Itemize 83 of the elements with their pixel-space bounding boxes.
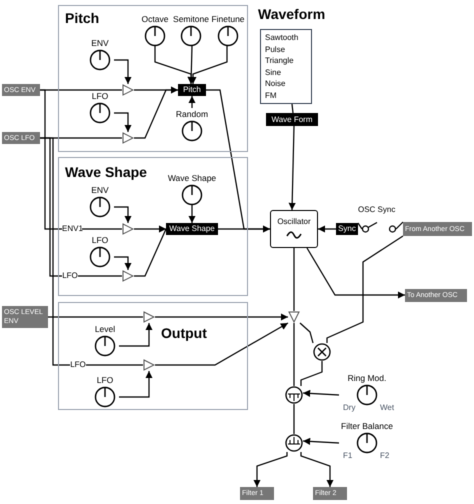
signal-line	[300, 322, 314, 344]
switch-label: OSC Sync	[358, 205, 396, 215]
signal-line	[291, 104, 294, 114]
signal-arrow	[155, 313, 288, 321]
signal-arrow	[114, 59, 132, 84]
parameter-label: Pitch	[178, 84, 206, 96]
knob-label: ENV	[90, 37, 110, 49]
signal-line	[40, 137, 70, 366]
knob-label: Wave Shape	[166, 172, 218, 184]
signal-arrow	[306, 247, 405, 299]
signal-line	[293, 323, 295, 386]
knob-label: Random	[174, 108, 210, 120]
section-title: Pitch	[65, 10, 100, 26]
section-panel	[58, 5, 248, 152]
signal-line	[40, 89, 62, 230]
signal-arrow	[288, 126, 296, 210]
knob-label: Ring Mod.	[346, 372, 388, 384]
amplifier-triangle	[122, 223, 134, 235]
mixer-circle	[285, 386, 303, 404]
knob-max-label: Wet	[380, 403, 394, 413]
knob-label: Finetune	[210, 13, 246, 25]
signal-arrow	[114, 112, 132, 132]
knob-label: LFO	[96, 374, 114, 386]
signal-line	[396, 222, 404, 230]
parameter-label: Wave Shape	[166, 223, 218, 235]
signal-arrow	[302, 390, 340, 397]
amplifier-triangle	[288, 311, 300, 323]
signal-arrow	[189, 46, 228, 84]
knob-label: Semitone	[172, 13, 210, 25]
signal-line	[48, 316, 143, 318]
knob-min-label: Dry	[343, 403, 356, 413]
oscillator-box	[270, 210, 318, 248]
signal-arrow	[114, 206, 132, 223]
amplifier-triangle	[122, 84, 134, 96]
knob-label: LFO	[90, 90, 110, 102]
signal-arrow	[134, 228, 167, 277]
signal-arrow	[300, 452, 334, 487]
knob-label: Filter Balance	[340, 420, 394, 432]
signal-arrow	[188, 96, 196, 108]
list-item: Sine	[265, 66, 282, 78]
section-panel	[58, 302, 248, 410]
section-title: Output	[161, 325, 207, 341]
signal-line	[326, 236, 404, 343]
parameter-label: Wave Form	[266, 113, 318, 126]
knob-label: Octave	[140, 13, 170, 25]
amplifier-triangle	[122, 132, 134, 144]
knob-max-label: F2	[380, 451, 390, 461]
signal-line	[293, 248, 295, 311]
signal-arrow	[119, 323, 153, 347]
list-item: Triangle	[265, 55, 295, 66]
signal-arrow	[188, 46, 195, 84]
signal-arrow	[318, 225, 336, 233]
knob-label: ENV	[90, 184, 110, 196]
oscillator-label: Oscillator	[277, 217, 311, 227]
signal-arrow	[188, 205, 196, 223]
signal-line	[86, 364, 143, 366]
signal-arrow	[114, 256, 132, 270]
amplifier-triangle	[143, 359, 155, 371]
amplifier-triangle	[122, 270, 134, 282]
signal-line	[82, 228, 122, 230]
signal-line	[300, 361, 323, 386]
knob-min-label: F1	[343, 451, 352, 461]
section-title: Waveform	[258, 6, 326, 22]
parameter-label: Sync	[336, 223, 358, 235]
signal-arrow	[218, 225, 270, 233]
signal-line	[293, 404, 295, 434]
list-item: Pulse	[265, 44, 286, 55]
signal-arrow	[302, 438, 340, 445]
knob-label: LFO	[90, 234, 110, 246]
list-item: FM	[265, 90, 278, 101]
amplifier-triangle	[143, 311, 155, 323]
signal-arrow	[155, 322, 288, 366]
list-item: Sawtooth	[265, 32, 300, 44]
signal-arrow	[134, 86, 178, 139]
mixer-circle	[285, 434, 303, 452]
signal-arrow	[253, 452, 288, 487]
list-item: Noise	[265, 78, 286, 90]
section-title: Wave Shape	[65, 164, 147, 180]
section-panel	[58, 157, 248, 296]
multiplier-circle	[313, 343, 331, 361]
signal-line	[78, 275, 122, 277]
knob-label: Level	[94, 323, 116, 335]
signal-arrow	[119, 371, 153, 398]
